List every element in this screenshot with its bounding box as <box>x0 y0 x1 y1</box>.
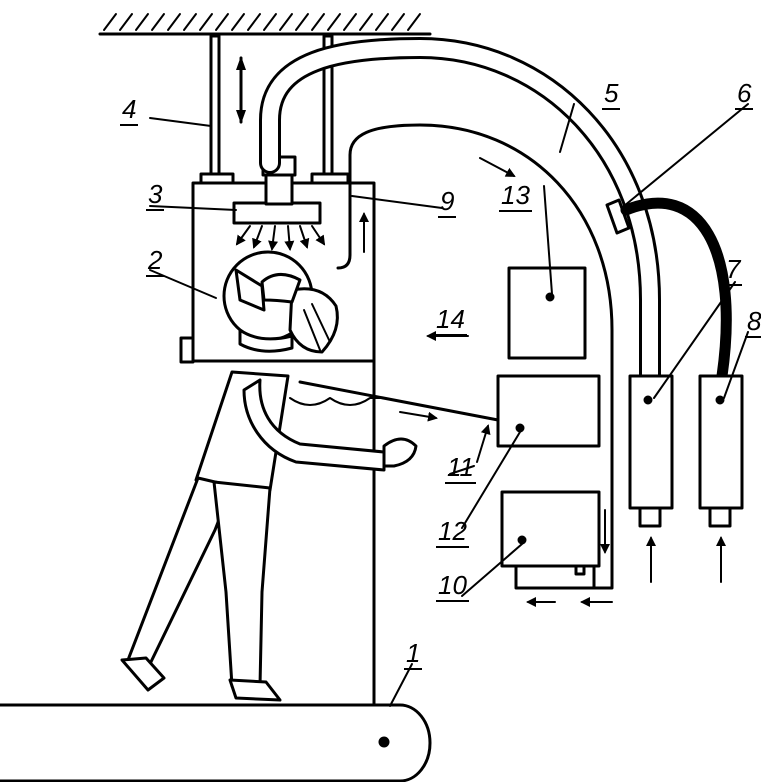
label-10-text: 10 <box>436 570 469 602</box>
leader-lines <box>149 103 749 707</box>
suspension-rods <box>199 34 350 186</box>
unit-8 <box>698 374 744 528</box>
box-13 <box>507 266 587 360</box>
label-2: 2 <box>146 245 165 277</box>
arrow-icon <box>476 424 491 463</box>
label-1: 1 <box>404 638 423 670</box>
label-14: 14 <box>434 304 467 336</box>
ceiling <box>98 13 432 36</box>
label-11: 11 <box>445 452 476 484</box>
box-12 <box>496 374 601 448</box>
label-13-text: 13 <box>499 180 532 212</box>
black-hose <box>620 197 732 382</box>
label-9-text: 9 <box>438 186 457 218</box>
label-9: 9 <box>438 186 457 218</box>
airflow-arrows <box>235 225 326 251</box>
box-10 <box>500 490 601 590</box>
label-12: 12 <box>436 516 469 548</box>
label-1-text: 1 <box>404 638 423 670</box>
conveyor-belt <box>0 703 432 782</box>
ceiling-hatch-icon <box>103 13 421 31</box>
junction-6 <box>605 198 631 235</box>
label-6-text: 6 <box>735 78 754 110</box>
wave-line <box>289 397 385 406</box>
label-5: 5 <box>602 78 621 110</box>
label-7-text: 7 <box>724 254 743 286</box>
unit-7 <box>628 374 674 528</box>
return-line <box>336 123 614 590</box>
label-5-text: 5 <box>602 78 621 110</box>
label-3-text: 3 <box>146 179 165 211</box>
label-10: 10 <box>436 570 469 602</box>
label-4: 4 <box>120 94 139 126</box>
sensor-line <box>298 380 500 422</box>
label-12-text: 12 <box>436 516 469 548</box>
label-4-text: 4 <box>120 94 139 126</box>
label-8-text: 8 <box>745 306 761 338</box>
person <box>120 250 418 702</box>
label-7: 7 <box>724 254 743 286</box>
label-13: 13 <box>499 180 532 212</box>
label-3: 3 <box>146 179 165 211</box>
label-2-text: 2 <box>146 245 165 277</box>
label-11-text: 11 <box>445 452 476 484</box>
label-6: 6 <box>735 78 754 110</box>
label-8: 8 <box>745 306 761 338</box>
arrow-icon <box>479 157 516 177</box>
arrow-icon <box>399 411 438 422</box>
label-14-text: 14 <box>434 304 467 336</box>
